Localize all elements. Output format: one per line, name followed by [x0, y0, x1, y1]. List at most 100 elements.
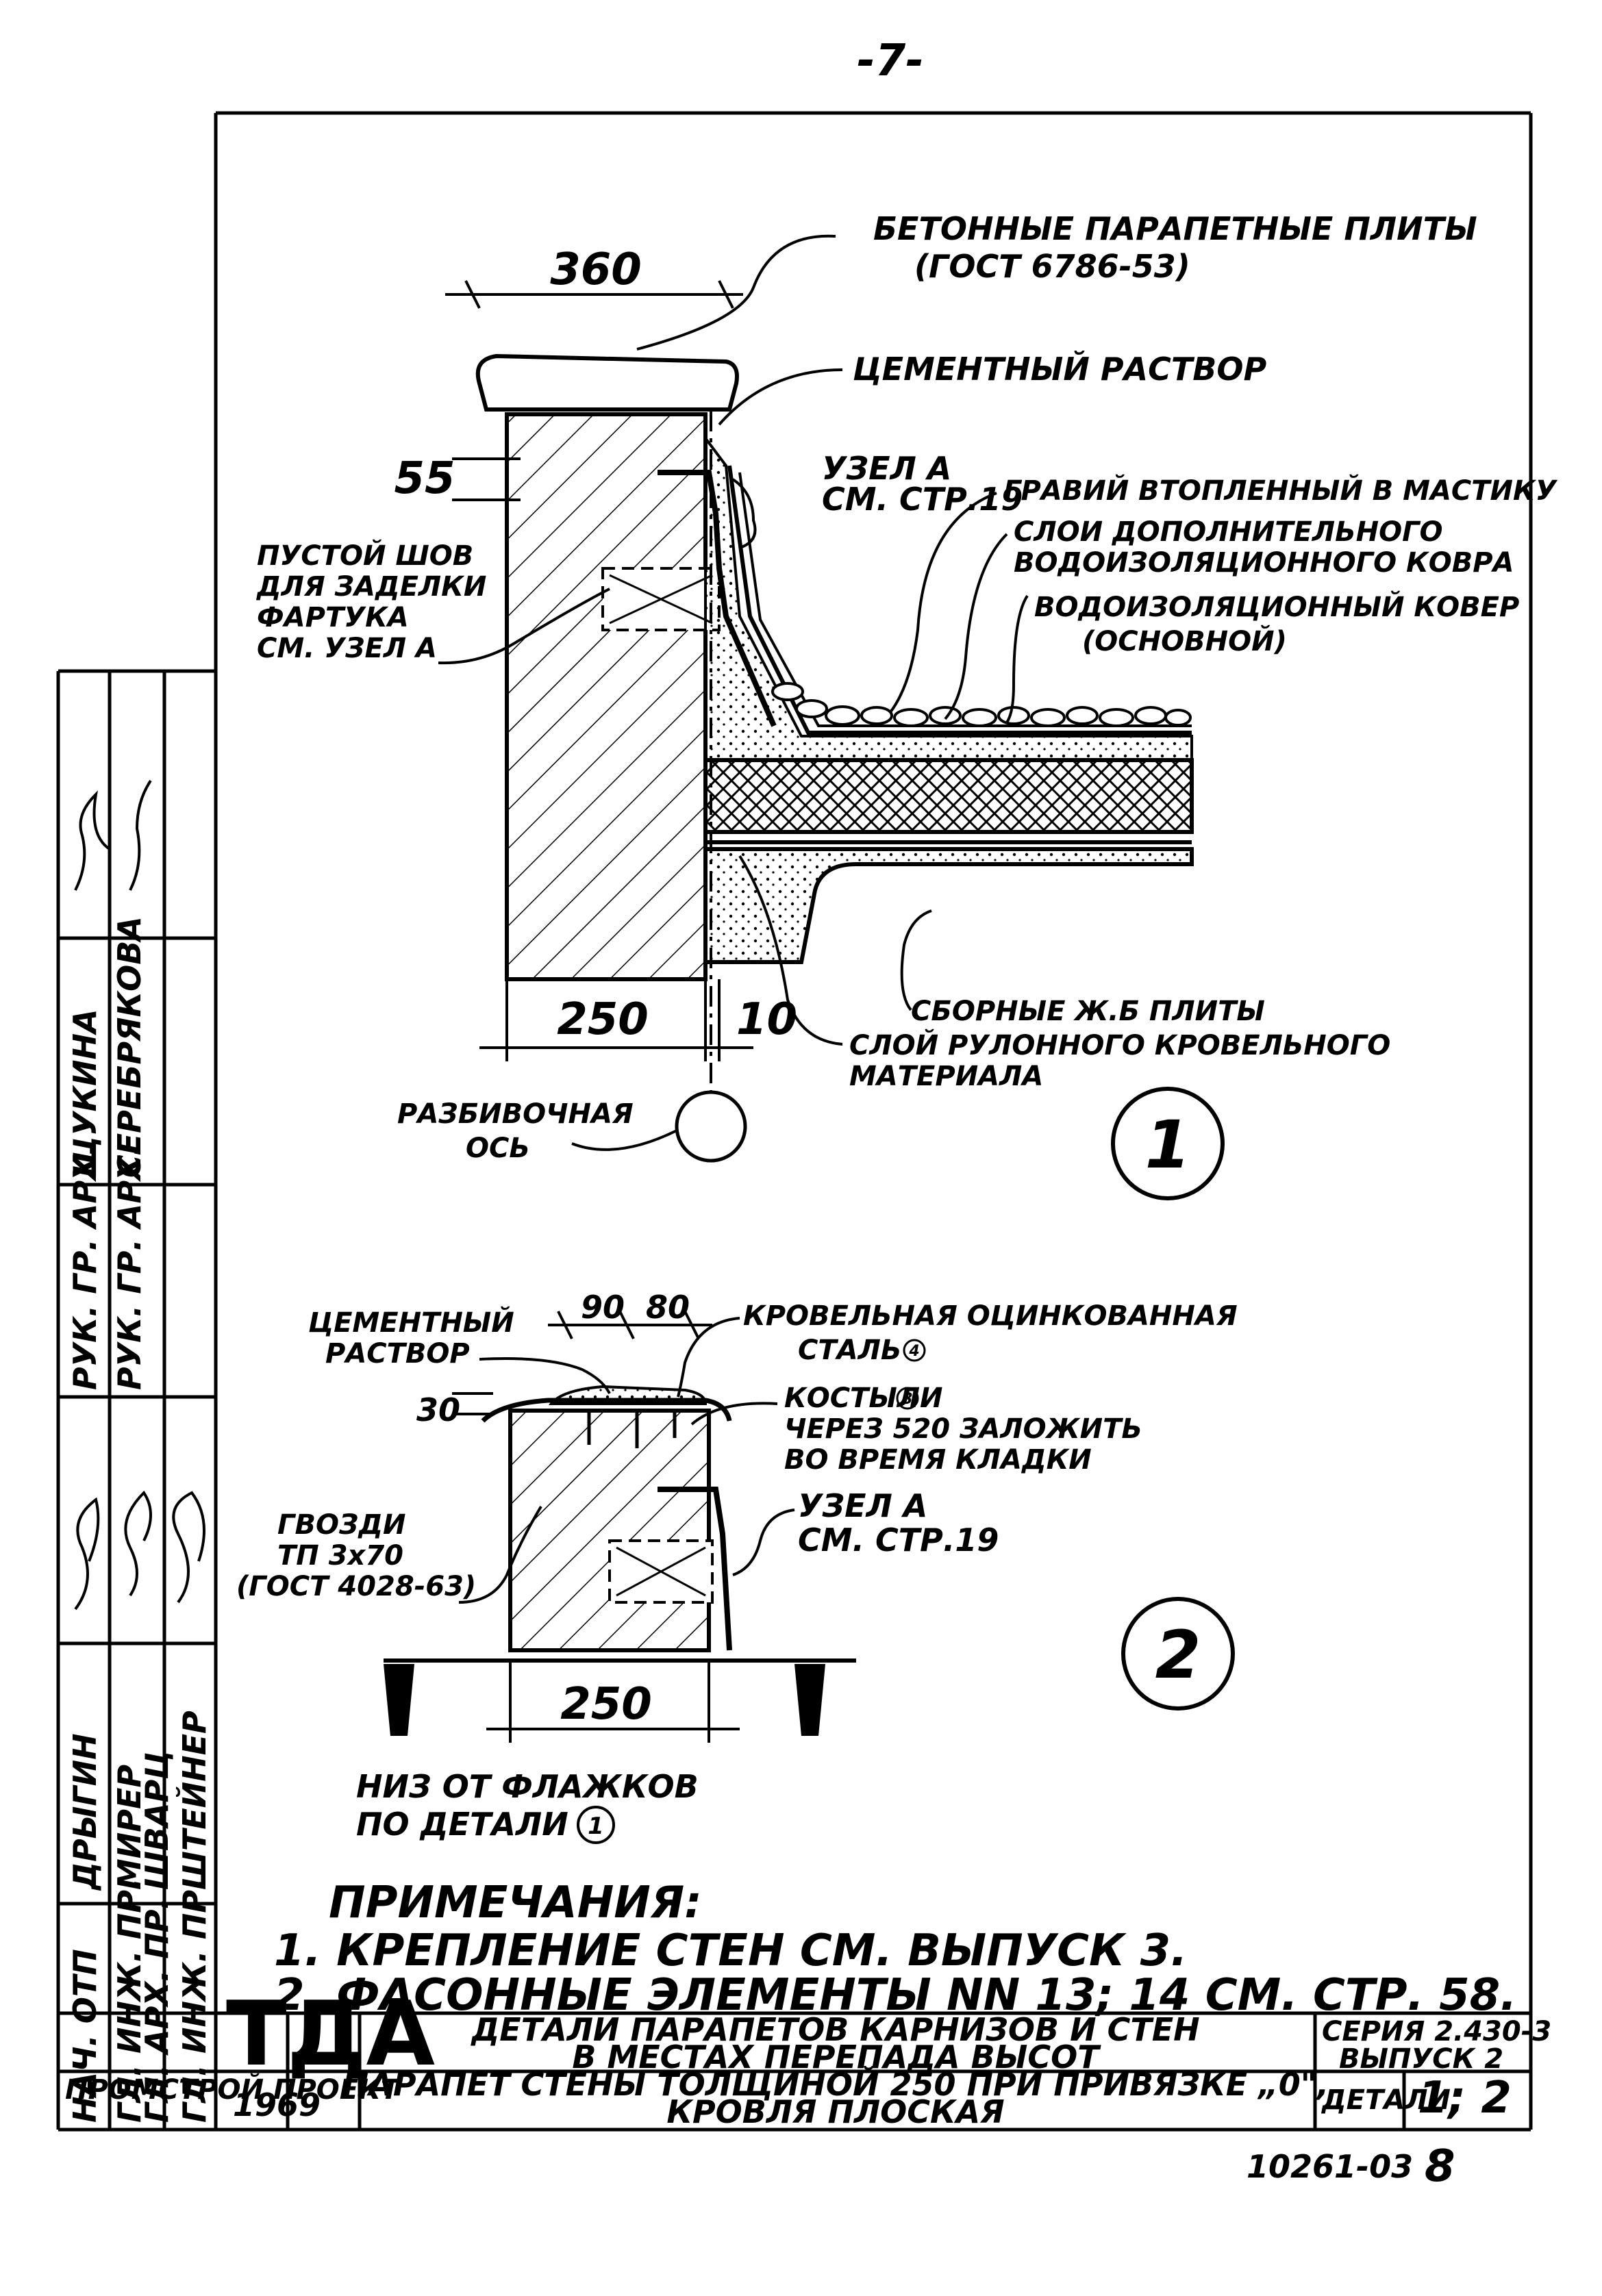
stamp-name-4: ШТЕЙНЕР	[176, 1711, 213, 1890]
label-seam-3: ФАРТУКА	[257, 602, 409, 633]
label-node-a: УЗЕЛ А	[822, 450, 951, 487]
masonry-wall-2	[508, 1409, 711, 1652]
org-name-1: ПРОМСТРОЙ ПРОЕКТ	[65, 2073, 401, 2106]
note-1: 1. КРЕПЛЕНИЕ СТЕН СМ. ВЫПУСК 3.	[274, 1926, 1187, 1976]
stamp-role-4: ГЛ. ИНЖ. ПР.	[176, 1878, 213, 2123]
dimensions-2	[452, 1311, 740, 1743]
stamp-role-3: ГЛ. АРХ. ПР.	[138, 1897, 175, 2123]
dimensions-1	[445, 280, 753, 1061]
label-nails-1: ГВОЗДИ	[277, 1509, 406, 1541]
issue: ВЫПУСК 2	[1339, 2043, 1503, 2075]
stamp-name-1: ДРЫГИН	[66, 1733, 103, 1891]
steel-mark: 4	[908, 1343, 919, 1360]
stamp-name-3: ШВАРЦ	[138, 1750, 175, 1890]
axis-marker	[675, 1090, 747, 1163]
masonry-wall	[505, 412, 708, 981]
label-slabs: СБОРНЫЕ Ж.Б ПЛИТЫ	[911, 996, 1265, 1027]
leaders-2	[458, 1317, 795, 1604]
label-main-carpet-1: ВОДОИЗОЛЯЦИОННЫЙ КОВЕР	[1034, 590, 1519, 623]
sheet-frame	[56, 111, 1533, 2132]
detail-1: 360 55 250 10 1 БЕТОННЫЕ ПАРАПЕТНЫЕ ПЛИТ…	[255, 210, 1558, 1200]
label-node2-a: УЗЕЛ А	[798, 1487, 927, 1524]
label-roll-2: МАТЕРИАЛА	[849, 1061, 1043, 1092]
stamp-name-5: ЩУКИНА	[66, 1009, 103, 1178]
flag-right	[794, 1664, 825, 1736]
crutches-mark-circle	[896, 1387, 919, 1410]
label-node-page: СМ. СТР.19	[822, 481, 1023, 518]
steel-mark-circle	[903, 1339, 926, 1362]
title1-line1: ДЕТАЛИ ПАРАПЕТОВ КАРНИЗОВ И СТЕН	[470, 2011, 1199, 2048]
below-ref-circle	[577, 1806, 615, 1844]
label-crutches-1: КОСТЫЛИ	[784, 1383, 942, 1414]
leaders-1	[438, 234, 1029, 1151]
label-mortar-2a: ЦЕМЕНТНЫЙ	[308, 1306, 514, 1339]
detail-1-number: 1	[1145, 1107, 1191, 1183]
label-axis-1: РАЗБИВОЧНАЯ	[397, 1098, 634, 1130]
page-number: -7-	[857, 36, 924, 86]
stamp-role-1: НАЧ. ОТП	[66, 1949, 103, 2123]
label-axis-2: ОСЬ	[466, 1133, 530, 1164]
signatures	[74, 779, 205, 1611]
dim-55: 55	[394, 453, 455, 504]
label-extra-layer-2: ВОДОИЗОЛЯЦИОННОГО КОВРА	[1014, 547, 1514, 579]
crutches-mark: 3	[902, 1391, 912, 1408]
stamp-name-2: МИРЕР	[111, 1765, 148, 1890]
crutches	[587, 1411, 677, 1448]
apron-2	[658, 1487, 732, 1651]
dim-250: 250	[557, 994, 649, 1045]
below-ref: 1	[588, 1813, 604, 1840]
mortar-2	[548, 1385, 708, 1405]
title-block	[58, 2011, 1531, 2130]
flag-left	[384, 1664, 414, 1736]
dim-80: 80	[646, 1289, 690, 1326]
empty-seam-2-cross	[616, 1546, 706, 1597]
label-crutches-2: ЧЕРЕЗ 520 ЗАЛОЖИТЬ	[784, 1413, 1142, 1445]
sheet-number: 8	[1425, 2141, 1455, 2192]
label-seam-1: ПУСТОЙ ШОВ	[257, 539, 473, 572]
dim-250-2: 250	[560, 1679, 652, 1730]
stamp-role-6: РУК. ГР. АРХ.	[111, 1144, 148, 1390]
label-gravel: ГРАВИЙ ВТОПЛЕННЫЙ В МАСТИКУ	[1003, 474, 1558, 507]
label-crutches-3: ВО ВРЕМЯ КЛАДКИ	[784, 1444, 1092, 1476]
dim-10: 10	[736, 994, 797, 1045]
detail-2: 90 80 30 250 2 ЦЕМЕНТНЫЙ РАСТВОР КРОВЕЛЬ…	[236, 1289, 1238, 1844]
precast-slab	[703, 847, 1194, 964]
label-mortar-2b: РАСТВОР	[325, 1338, 470, 1370]
label-roll-1: СЛОЙ РУЛОННОГО КРОВЕЛЬНОГО	[849, 1029, 1390, 1061]
label-nails-3: (ГОСТ 4028-63)	[236, 1571, 476, 1602]
detail-2-number: 2	[1155, 1617, 1201, 1693]
series: СЕРИЯ 2.430-3	[1322, 2016, 1551, 2047]
dim-30: 30	[416, 1391, 460, 1428]
waterproof-carpet	[727, 465, 1192, 735]
additional-carpet	[738, 472, 1192, 727]
title2-line1: ПАРАПЕТ СТЕНЫ ТОЛЩИНОЙ 250 ПРИ ПРИВЯЗКЕ …	[342, 2066, 1329, 2103]
label-steel-2: СТАЛЬ	[798, 1335, 901, 1366]
stamp-name-6: СЕРЕБРЯКОВА	[111, 916, 148, 1178]
title2-line2: КРОВЛЯ ПЛОСКАЯ	[666, 2093, 1004, 2130]
detail-value: 1; 2	[1418, 2073, 1512, 2123]
gravel	[771, 682, 1192, 727]
label-seam-2: ДЛЯ ЗАДЕЛКИ	[255, 571, 486, 603]
dim-90: 90	[581, 1289, 625, 1326]
detail-label: ДЕТАЛИ	[1321, 2084, 1451, 2116]
label-main-carpet-2: (ОСНОВНОЙ)	[1082, 625, 1287, 657]
label-plates-2: (ГОСТ 6786-53)	[914, 248, 1190, 285]
detail-2-circle	[1121, 1597, 1235, 1711]
detail-1-circle	[1111, 1087, 1225, 1200]
title1-line2: В МЕСТАХ ПЕРЕПАДА ВЫСОТ	[572, 2039, 1101, 2076]
parapet-cap	[475, 353, 739, 412]
logo: ТДА	[226, 1982, 435, 2086]
label-nails-2: ТП 3х70	[277, 1540, 403, 1572]
stamp-role-2: ГЛ. ИНЖ. ПР.	[111, 1878, 148, 2123]
dim-360: 360	[550, 244, 642, 295]
label-node2-page: СМ. СТР.19	[798, 1522, 999, 1559]
stamp-role-5: РУК. ГР. АРХ.	[66, 1144, 103, 1390]
label-mortar-1: ЦЕМЕНТНЫЙ РАСТВОР	[853, 351, 1266, 388]
label-steel-1: КРОВЕЛЬНАЯ ОЦИНКОВАННАЯ	[743, 1300, 1238, 1332]
side-stamp	[58, 671, 218, 2130]
label-seam-4: СМ. УЗЕЛ А	[257, 633, 437, 664]
notes-heading: ПРИМЕЧАНИЯ:	[329, 1878, 702, 1928]
notes: ПРИМЕЧАНИЯ: 1. КРЕПЛЕНИЕ СТЕН СМ. ВЫПУСК…	[274, 1878, 1516, 2021]
insulation-layer	[703, 758, 1194, 834]
